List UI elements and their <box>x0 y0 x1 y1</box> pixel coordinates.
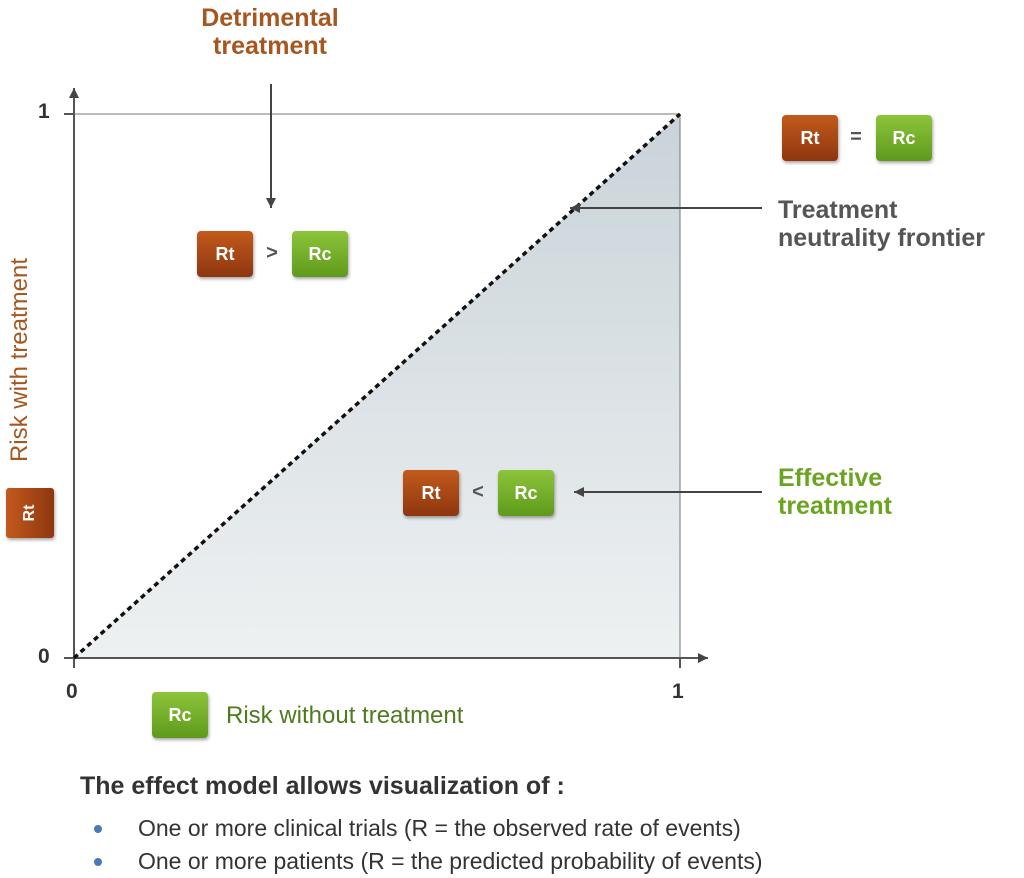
rc-badge-neutral: Rc <box>876 115 932 161</box>
rt-axis-badge: Rt <box>6 488 54 538</box>
y-axis-label-text: Risk with treatment <box>6 257 33 463</box>
neutrality-label-line2: neutrality frontier <box>778 224 985 252</box>
effective-label-line2: treatment <box>778 492 892 520</box>
less-than-sign: < <box>472 481 484 503</box>
footer-bullet-list: One or more clinical trials (R = the obs… <box>94 812 763 878</box>
effective-label-line1: Effective <box>778 464 883 492</box>
rc-badge-detrimental: Rc <box>292 231 348 277</box>
detrimental-treatment-label: Detrimental treatment <box>150 4 390 60</box>
footer-bullet-item: One or more patients (R = the predicted … <box>94 845 763 878</box>
detrimental-label-line1: Detrimental <box>201 4 339 32</box>
equal-sign: = <box>850 126 862 148</box>
footer-bullet-text: One or more clinical trials (R = the obs… <box>138 815 741 841</box>
x-axis-label: Risk without treatment <box>226 702 464 729</box>
greater-than-sign: > <box>266 242 278 264</box>
rt-badge-effective: Rt <box>403 470 459 516</box>
rt-badge-detrimental: Rt <box>197 231 253 277</box>
effective-treatment-label: Effective treatment <box>778 464 892 520</box>
y-tick-0-label: 0 <box>38 645 50 668</box>
footer-title: The effect model allows visualization of… <box>80 772 565 800</box>
rt-axis-badge-text: Rt <box>21 504 38 522</box>
x-tick-1-label: 1 <box>672 680 684 703</box>
detrimental-label-line2: treatment <box>213 32 327 60</box>
rc-axis-badge: Rc <box>152 692 208 738</box>
neutrality-frontier-label: Treatment neutrality frontier <box>778 196 985 252</box>
footer-bullet-item: One or more clinical trials (R = the obs… <box>94 812 763 845</box>
bullet-dot-icon <box>94 858 102 866</box>
footer-bullet-text: One or more patients (R = the predicted … <box>138 848 763 874</box>
bullet-dot-icon <box>94 825 102 833</box>
y-tick-1-label: 1 <box>38 100 50 123</box>
rc-badge-effective: Rc <box>498 470 554 516</box>
x-tick-0-label: 0 <box>66 680 78 703</box>
neutrality-label-line1: Treatment <box>778 196 898 224</box>
rt-badge-neutral: Rt <box>782 115 838 161</box>
